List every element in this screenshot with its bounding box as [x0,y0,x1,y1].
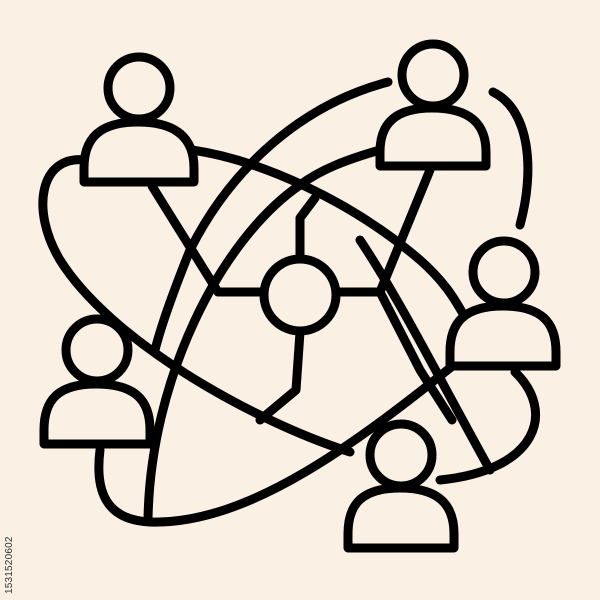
orbit-ellipse-top-right-icon [488,87,533,230]
person-head-icon [468,236,540,308]
person-head-icon [365,419,437,491]
connector-right-icon [375,287,457,425]
person-body-icon [39,379,155,449]
connector-lower-icon [255,327,305,425]
network-hub-icon [259,254,341,336]
orbit-ellipse-right-arc-icon [355,235,495,475]
orbit-ellipse-sweep-icon [143,145,385,525]
person-icon-left [39,314,155,449]
orbit-ellipse-bottom-icon [94,355,465,527]
person-icon-bottom [343,419,459,553]
person-body-icon [445,301,561,371]
network-connectors [147,165,457,425]
person-icon-top-left [79,52,199,187]
orbit-ellipse-diagonal-icon [187,145,467,317]
person-icon-top-right [375,39,491,171]
person-icon-right [445,236,561,371]
orbit-ellipse-upper-sweep-icon [150,77,393,355]
connector-top-left-icon [147,181,267,297]
person-head-icon [103,52,175,124]
connector-upper-icon [295,193,320,263]
person-body-icon [343,483,459,553]
person-head-icon [61,314,133,386]
orbit-ellipse-right-lower-icon [435,367,541,485]
person-head-icon [397,39,469,111]
person-body-icon [375,103,491,171]
stock-id-text: 1531520602 [4,536,15,594]
person-body-icon [79,117,199,187]
